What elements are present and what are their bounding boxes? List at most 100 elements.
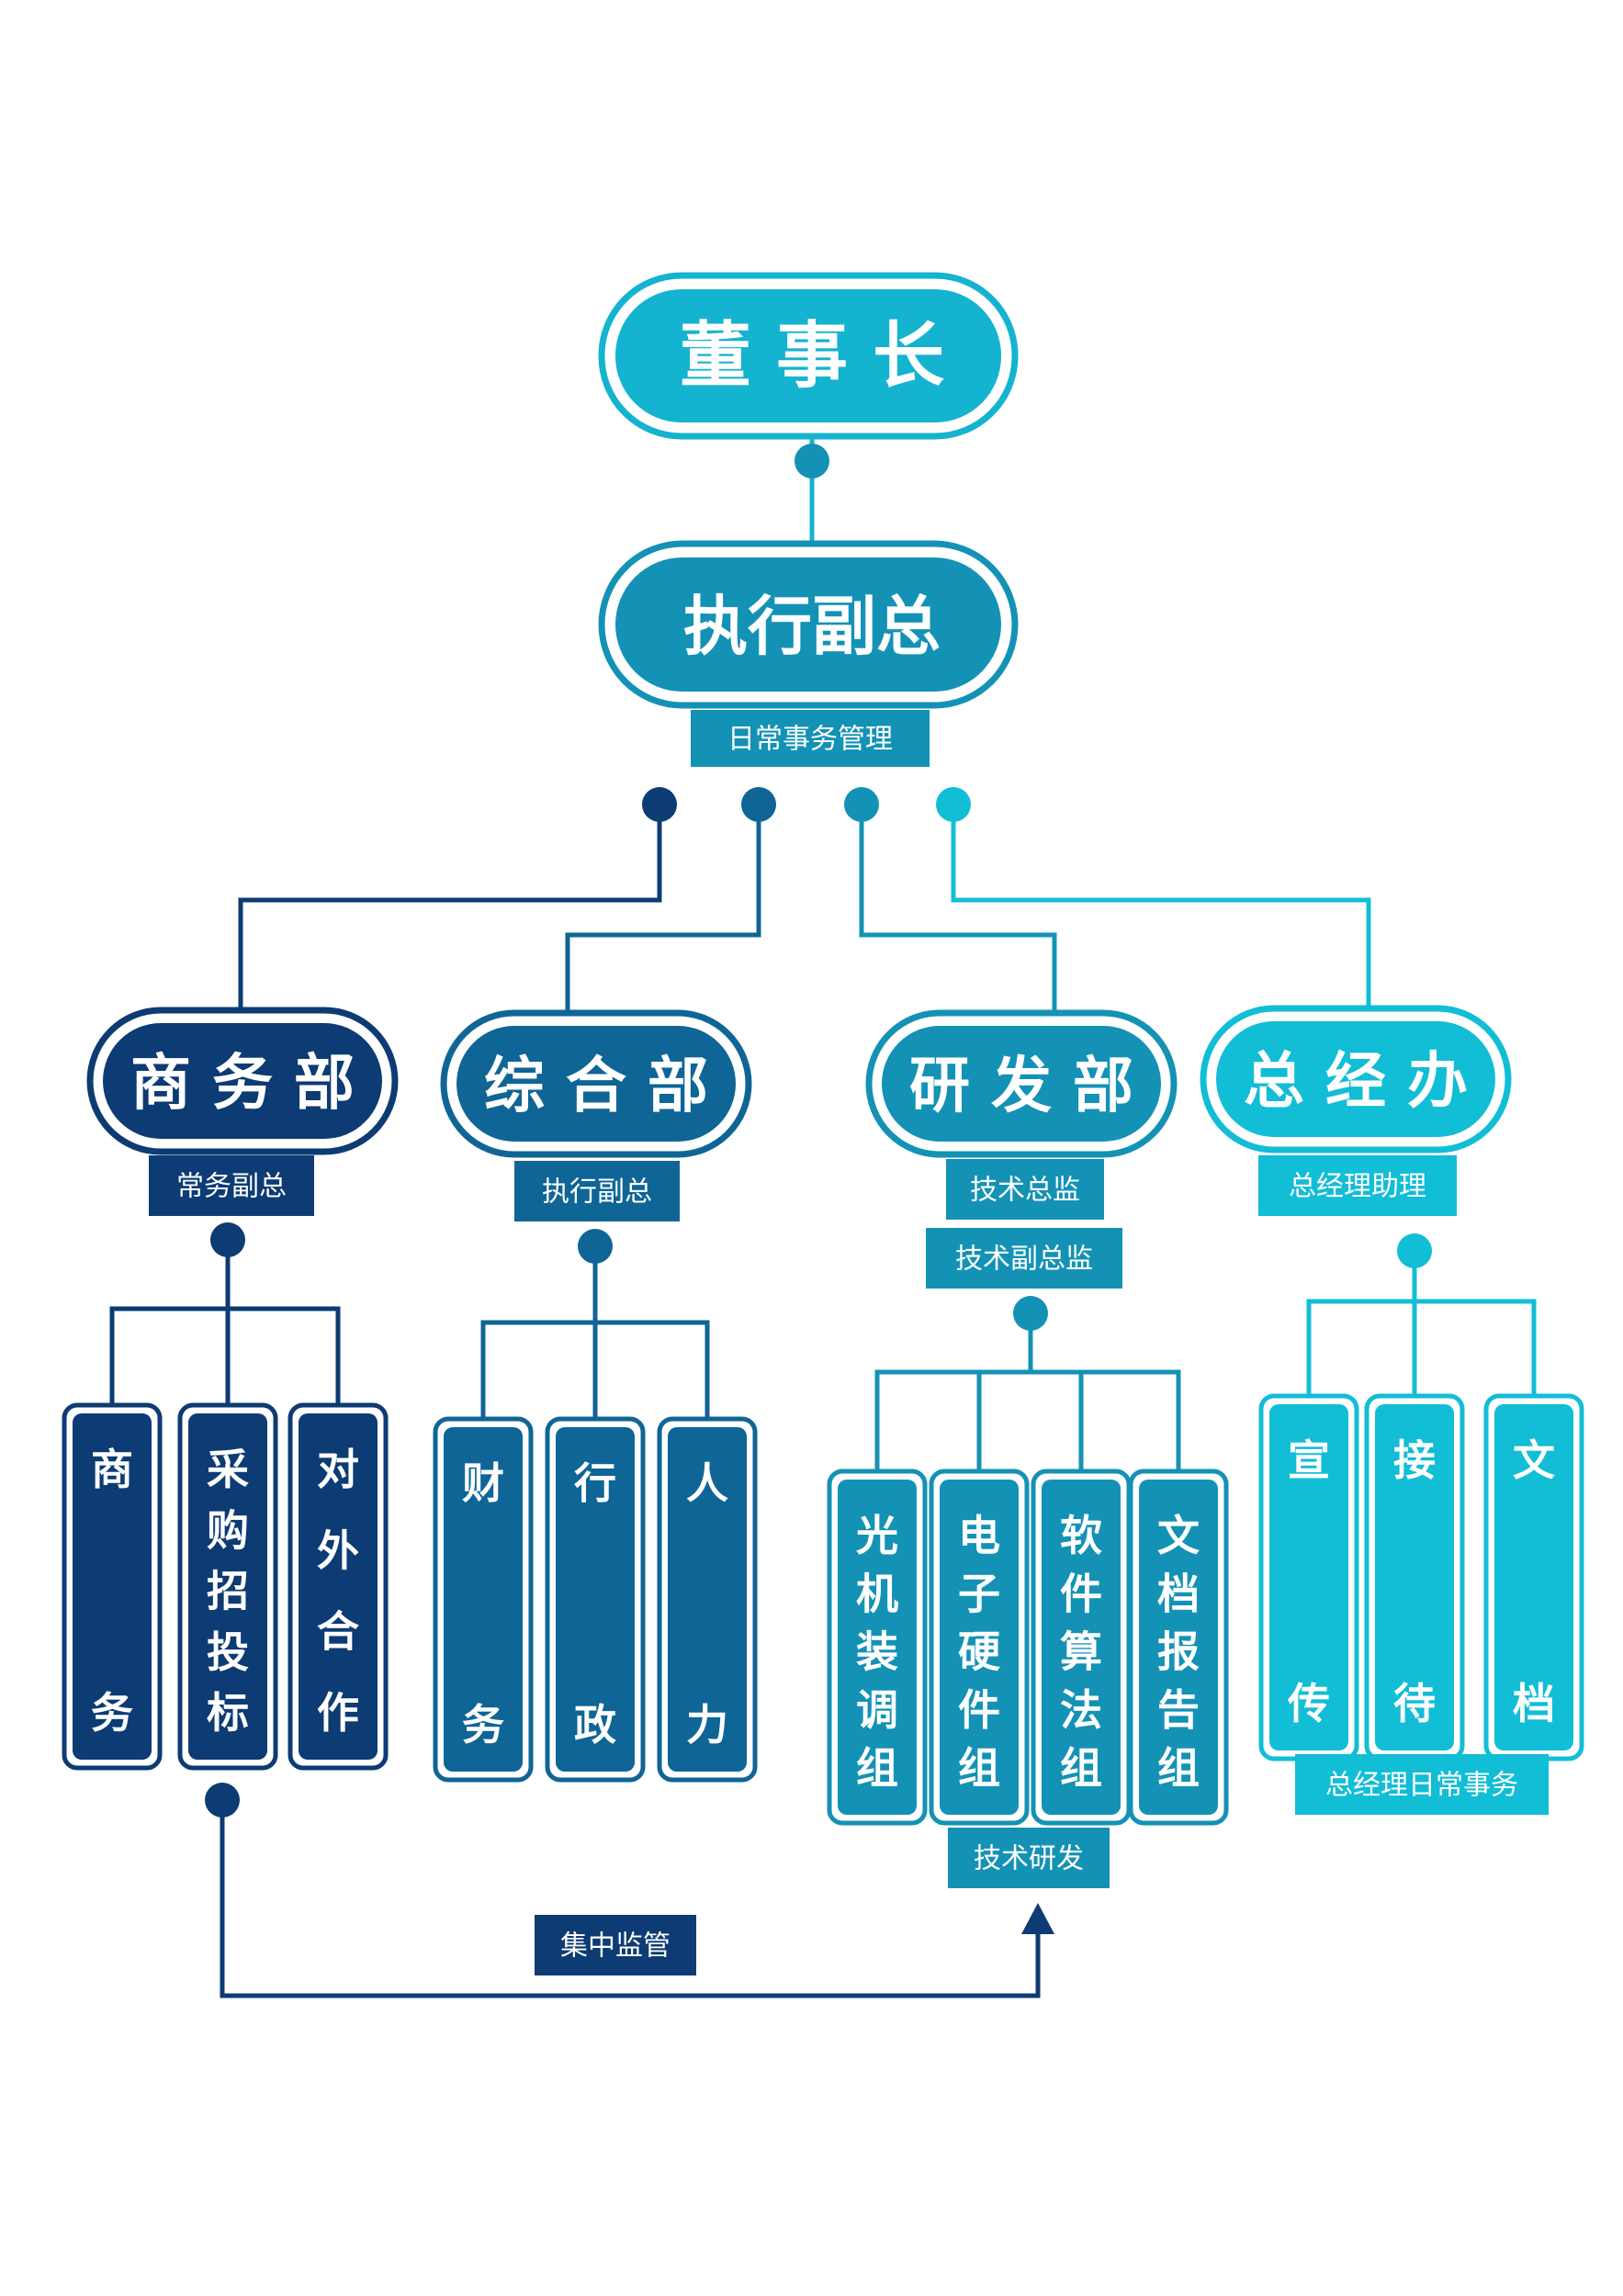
line-rnd-children: [874, 1369, 1181, 1471]
unit-char: 作: [317, 1688, 359, 1738]
dept-office-label: 总 经 办: [1244, 1046, 1468, 1117]
unit-char: 报: [1157, 1627, 1200, 1677]
line-office-children: [1306, 1299, 1537, 1396]
unit-char: 硬: [958, 1627, 1000, 1677]
dept-rnd-tag-1: 技术总监: [970, 1175, 1080, 1207]
unit-char: 机: [856, 1569, 898, 1618]
unit-char: 传: [1287, 1679, 1330, 1728]
unit-char: 对: [317, 1445, 359, 1494]
dept-general: 综 合 部 执行副总: [440, 1009, 752, 1221]
connector-dots: [205, 444, 1432, 1818]
unit-char: 电: [958, 1511, 1000, 1560]
unit-char: 标: [207, 1688, 249, 1738]
dot: [741, 787, 776, 822]
rnd-bottom-tag: 技术研发: [974, 1843, 1084, 1875]
unit-char: 档: [1513, 1679, 1555, 1728]
unit-接待: 接待: [1364, 1393, 1465, 1761]
unit-char: 商: [91, 1445, 133, 1494]
dot: [1397, 1233, 1432, 1268]
unit-char: 组: [1060, 1743, 1102, 1793]
unit-char: 组: [1157, 1743, 1200, 1793]
unit-char: 财: [462, 1458, 504, 1508]
unit-char: 人: [686, 1458, 728, 1508]
dept-general-label: 综 合 部: [484, 1051, 708, 1121]
unit-char: 调: [856, 1685, 898, 1735]
unit-char: 组: [856, 1743, 898, 1793]
dept-commerce-tag: 常务副总: [176, 1171, 287, 1203]
arrowhead-icon: [1021, 1903, 1054, 1934]
dept-commerce-label: 商 务 部: [130, 1048, 355, 1119]
dept-commerce: 商 务 部 常务副总: [86, 1007, 399, 1216]
unit-char: 装: [856, 1627, 898, 1677]
dot: [936, 787, 971, 822]
chairman-label: 董 事 长: [680, 315, 944, 398]
unit-财务: 财务: [433, 1416, 534, 1783]
dot: [642, 787, 677, 822]
unit-char: 待: [1393, 1679, 1436, 1728]
dot: [205, 1783, 240, 1818]
dept-rnd: 研 发 部 技术总监 技术副总监: [865, 1009, 1178, 1289]
dot: [1013, 1296, 1048, 1331]
unit-人力: 人力: [657, 1416, 758, 1783]
dept-rnd-label: 研 发 部: [909, 1051, 1133, 1121]
line-exec-general: [565, 805, 761, 1019]
line-exec-office: [951, 805, 1371, 1015]
executive-label: 执行副总: [683, 589, 941, 664]
supervision-label: 集中监管: [560, 1930, 671, 1963]
unit-char: 外: [317, 1525, 359, 1575]
line-supervision: [220, 1800, 1041, 1998]
unit-行政: 行政: [545, 1416, 646, 1783]
dot: [210, 1222, 245, 1257]
dept-general-tag: 执行副总: [542, 1176, 652, 1209]
chairman-node: 董 事 长: [598, 272, 1019, 440]
unit-char: 告: [1157, 1685, 1200, 1735]
unit-char: 合: [317, 1607, 359, 1657]
line-exec-commerce: [238, 805, 662, 1015]
dept-rnd-tag-2: 技术副总监: [955, 1244, 1093, 1276]
unit-char: 法: [1060, 1685, 1102, 1735]
executive-node: 执行副总 日常事务管理: [598, 540, 1019, 767]
unit-char: 采: [207, 1445, 249, 1494]
unit-char: 件: [1060, 1569, 1102, 1618]
unit-char: 行: [574, 1458, 616, 1508]
unit-文档: 文档: [1483, 1393, 1584, 1761]
unit-char: 力: [686, 1700, 728, 1750]
unit-char: 算: [1060, 1627, 1102, 1677]
dept-office-tag: 总经理助理: [1289, 1171, 1426, 1203]
unit-char: 接: [1393, 1435, 1436, 1485]
unit-char: 档: [1157, 1569, 1200, 1618]
line-commerce-children: [109, 1306, 341, 1405]
unit-char: 子: [958, 1569, 1000, 1618]
executive-tag: 日常事务管理: [727, 724, 893, 756]
unit-char: 宣: [1288, 1435, 1330, 1485]
office-bottom-tag-group: 总经理日常事务: [1295, 1754, 1549, 1815]
unit-商务: 商务: [62, 1402, 163, 1771]
unit-char: 软: [1060, 1511, 1102, 1560]
dot: [844, 787, 879, 822]
office-bottom-tag: 总经理日常事务: [1325, 1770, 1518, 1802]
unit-char: 文: [1513, 1435, 1555, 1485]
line-exec-rnd: [859, 805, 1057, 1019]
unit-char: 投: [207, 1627, 249, 1677]
dot: [795, 444, 829, 478]
supervision-tag-group: 集中监管: [535, 1915, 696, 1975]
dot: [578, 1229, 613, 1264]
unit-char: 光: [856, 1511, 898, 1560]
unit-columns: 商务采购招投标对外合作财务行政人力光机装调组电子硬件组软件算法组文档报告组宣传接…: [62, 1393, 1584, 1826]
unit-char: 务: [462, 1700, 504, 1750]
rnd-bottom-tag-group: 技术研发: [948, 1828, 1110, 1888]
unit-char: 招: [207, 1567, 249, 1616]
unit-char: 文: [1157, 1511, 1200, 1560]
unit-char: 组: [958, 1743, 1000, 1793]
unit-char: 件: [958, 1685, 1000, 1735]
unit-宣传: 宣传: [1258, 1393, 1359, 1761]
unit-char: 购: [207, 1505, 249, 1555]
dept-office: 总 经 办 总经理助理: [1200, 1005, 1512, 1216]
